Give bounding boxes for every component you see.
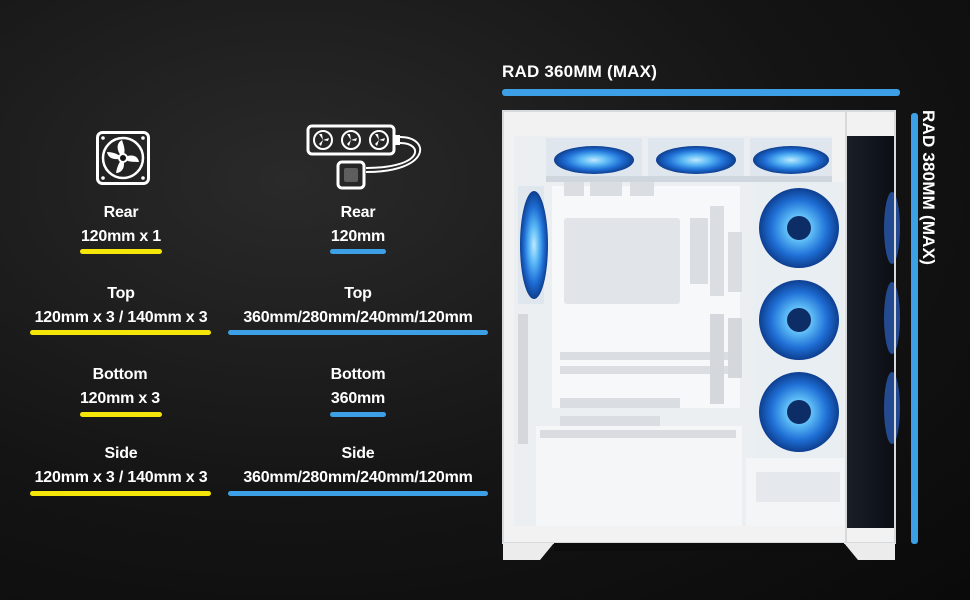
rad-side-dimension-bar	[911, 113, 918, 544]
fan-top-title: Top	[107, 285, 135, 302]
rad-top-underline	[228, 330, 488, 335]
liquid-cooler-icon	[306, 124, 436, 195]
rad-bottom-title: Bottom	[330, 366, 386, 383]
rad-bottom-underline	[330, 412, 386, 417]
rad-top-dimension-bar	[502, 89, 900, 96]
rad-top-value: 360mm/280mm/240mm/120mm	[243, 309, 473, 326]
case-fan-icon	[96, 131, 150, 190]
fan-rear-value: 120mm x 1	[80, 228, 162, 245]
rad-rear-title: Rear	[340, 204, 376, 221]
rad-rear-value: 120mm	[330, 228, 386, 245]
fan-side-underline	[30, 491, 211, 496]
fan-rear-underline	[80, 249, 162, 254]
rad-rear-underline	[330, 249, 386, 254]
rad-top-dimension-label: RAD 360MM (MAX)	[502, 62, 658, 81]
rad-top-title: Top	[344, 285, 372, 302]
rad-side-title: Side	[341, 445, 375, 462]
fan-bottom-value: 120mm x 3	[79, 390, 161, 407]
fan-side-value: 120mm x 3 / 140mm x 3	[34, 469, 208, 486]
fan-bottom-title: Bottom	[92, 366, 148, 383]
pc-case-image	[500, 108, 900, 573]
rad-side-dimension-label: RAD 380MM (MAX)	[919, 110, 938, 266]
fan-rear-title: Rear	[103, 204, 139, 221]
rad-side-value: 360mm/280mm/240mm/120mm	[243, 469, 473, 486]
rad-bottom-value: 360mm	[330, 390, 386, 407]
fan-top-underline	[30, 330, 211, 335]
fan-side-title: Side	[104, 445, 138, 462]
fan-top-value: 120mm x 3 / 140mm x 3	[34, 309, 208, 326]
fan-bottom-underline	[80, 412, 162, 417]
rad-side-underline	[228, 491, 488, 496]
